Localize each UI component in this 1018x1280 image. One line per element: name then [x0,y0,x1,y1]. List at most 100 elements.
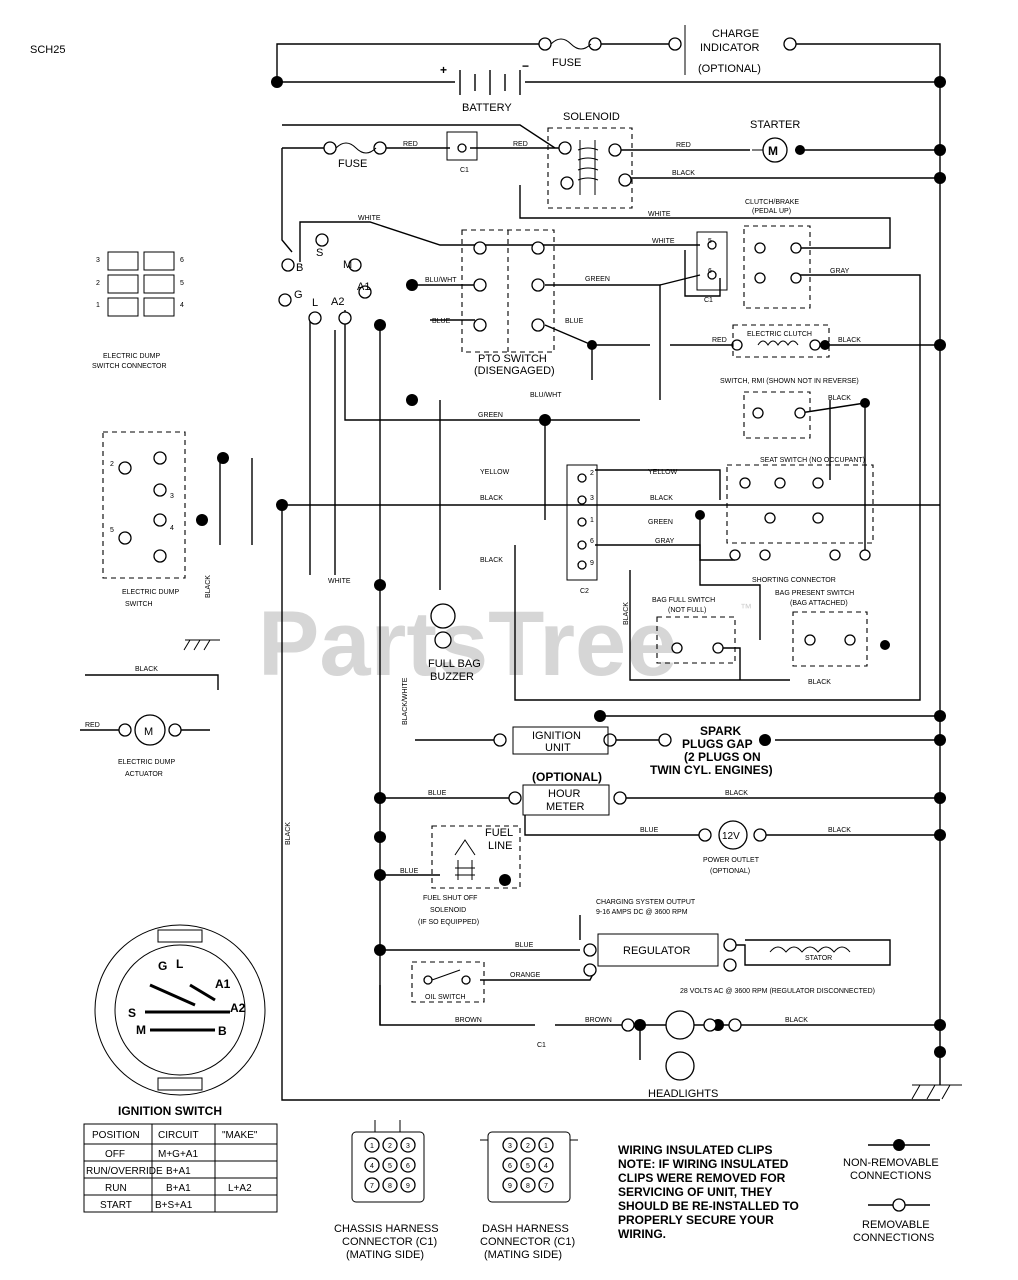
svg-text:(MATING SIDE): (MATING SIDE) [346,1249,424,1261]
svg-text:CONNECTIONS: CONNECTIONS [853,1232,934,1244]
svg-text:GREEN: GREEN [648,519,673,526]
ignition-harness-connector: S B M G L A2 A1 [278,233,372,325]
svg-text:IGNITION: IGNITION [532,730,581,742]
svg-text:ACTUATOR: ACTUATOR [125,771,163,778]
svg-text:G: G [158,959,167,973]
svg-text:BLACK: BLACK [785,1017,808,1024]
svg-text:GRAY: GRAY [655,538,675,545]
svg-text:SEAT SWITCH (NO OCCUPANT): SEAT SWITCH (NO OCCUPANT) [760,457,865,464]
svg-text:SHORTING CONNECTOR: SHORTING CONNECTOR [752,577,836,584]
svg-text:DASH HARNESS: DASH HARNESS [482,1223,569,1235]
svg-text:C1: C1 [537,1042,546,1049]
fuel-shutoff-solenoid: FUEL LINE BLUE FUEL SHUT OFF SOLENOID (I… [400,825,521,926]
svg-text:BLU/WHT: BLU/WHT [530,392,562,399]
svg-text:M: M [144,726,153,738]
svg-text:6: 6 [406,1163,410,1170]
svg-text:BLACK: BLACK [135,666,158,673]
svg-text:5: 5 [180,280,184,287]
svg-text:HEADLIGHTS: HEADLIGHTS [648,1088,718,1100]
svg-text:CONNECTOR (C1): CONNECTOR (C1) [342,1236,437,1248]
svg-text:G: G [294,289,303,301]
wire-label-black-dump: BLACK [205,575,212,598]
seat-switch: SEAT SWITCH (NO OCCUPANT) SHORTING CONNE… [726,457,874,584]
svg-text:FUSE: FUSE [338,158,367,170]
chassis-harness-connector: 1 2 3 4 5 6 7 8 9 CHASSIS HARNESS CONNEC… [334,1120,439,1261]
svg-text:FULL BAG: FULL BAG [428,658,481,670]
svg-text:SWITCH: SWITCH [125,601,153,608]
svg-text:SERVICING OF UNIT, THEY: SERVICING OF UNIT, THEY [618,1185,772,1199]
hour-meter: (OPTIONAL) HOUR METER BLUE BLACK [428,770,748,816]
svg-text:S: S [128,1006,136,1020]
svg-text:6: 6 [708,268,712,275]
svg-text:−: − [522,59,529,73]
svg-text:WHITE: WHITE [328,578,351,585]
svg-text:2: 2 [590,470,594,477]
starter: M STARTER [750,119,800,163]
svg-text:RUN: RUN [105,1183,127,1194]
svg-text:POSITION: POSITION [92,1130,140,1141]
svg-text:2: 2 [96,280,100,287]
pto-switch: PTO SWITCH (DISENGAGED) [461,229,555,377]
svg-text:5: 5 [110,527,114,534]
svg-text:2: 2 [388,1143,392,1150]
svg-text:CLUTCH/BRAKE: CLUTCH/BRAKE [745,199,799,206]
svg-text:(2 PLUGS ON: (2 PLUGS ON [684,750,761,764]
svg-text:9: 9 [590,560,594,567]
svg-text:RED: RED [85,722,100,729]
svg-text:HOUR: HOUR [548,788,580,800]
solenoid: SOLENOID [547,111,633,209]
svg-text:INDICATOR: INDICATOR [700,42,760,54]
svg-text:1: 1 [370,1143,374,1150]
svg-text:5: 5 [388,1163,392,1170]
svg-text:BLUE: BLUE [515,942,534,949]
svg-text:C2: C2 [580,588,589,595]
svg-text:ELECTRIC CLUTCH: ELECTRIC CLUTCH [747,331,812,338]
svg-text:TWIN CYL. ENGINES): TWIN CYL. ENGINES) [650,763,773,777]
svg-text:BLUE: BLUE [565,318,584,325]
svg-text:9: 9 [406,1183,410,1190]
svg-text:BLUE: BLUE [400,868,419,875]
stator: STATOR 28 VOLTS AC @ 3600 RPM (REGULATOR… [680,946,875,995]
svg-text:(DISENGAGED): (DISENGAGED) [474,365,555,377]
svg-text:B+S+A1: B+S+A1 [155,1200,193,1211]
svg-text:(OPTIONAL): (OPTIONAL) [698,63,761,75]
svg-text:3: 3 [590,495,594,502]
svg-text:SHOULD BE RE-INSTALLED TO: SHOULD BE RE-INSTALLED TO [618,1199,799,1213]
svg-text:RED: RED [403,141,418,148]
clutch-brake-switch: CLUTCH/BRAKE (PEDAL UP) [743,199,811,309]
svg-text:CHARGING SYSTEM OUTPUT: CHARGING SYSTEM OUTPUT [596,899,696,906]
regulator: REGULATOR CHARGING SYSTEM OUTPUT 9-16 AM… [510,899,719,979]
svg-text:BLACK: BLACK [808,679,831,686]
svg-text:8: 8 [388,1183,392,1190]
svg-text:CHASSIS HARNESS: CHASSIS HARNESS [334,1223,439,1235]
svg-text:WHITE: WHITE [652,238,675,245]
svg-text:CLIPS WERE REMOVED FOR: CLIPS WERE REMOVED FOR [618,1171,786,1185]
svg-text:START: START [100,1200,132,1211]
wire-label-black-white: BLACK/WHITE [402,677,409,725]
svg-text:RUN/OVERRIDE: RUN/OVERRIDE [86,1166,163,1177]
svg-text:3: 3 [170,493,174,500]
svg-text:ORANGE: ORANGE [510,972,541,979]
svg-text:(BAG ATTACHED): (BAG ATTACHED) [790,600,848,607]
svg-text:(PEDAL UP): (PEDAL UP) [752,208,791,215]
svg-text:2: 2 [110,461,114,468]
fuse-top: FUSE [550,38,592,69]
svg-text:BLACK: BLACK [828,395,851,402]
svg-text:GREEN: GREEN [585,276,610,283]
svg-text:B+A1: B+A1 [166,1166,191,1177]
main-wires [80,43,941,1101]
svg-text:7: 7 [370,1183,374,1190]
svg-text:A2: A2 [331,296,344,308]
svg-text:BROWN: BROWN [585,1017,612,1024]
battery: + − BATTERY [440,59,529,114]
ignition-switch-face: G L A1 A2 S M B IGNITION SWITCH [94,924,266,1118]
svg-text:(NOT FULL): (NOT FULL) [668,607,706,614]
svg-text:9-16 AMPS DC @ 3600 RPM: 9-16 AMPS DC @ 3600 RPM [596,909,688,916]
svg-text:M: M [136,1023,146,1037]
svg-text:L: L [176,957,183,971]
fuse-left: FUSE [335,142,377,170]
svg-text:4: 4 [180,302,184,309]
svg-text:BAG FULL SWITCH: BAG FULL SWITCH [652,597,715,604]
svg-text:SWITCH, RMI (SHOWN NOT IN REVE: SWITCH, RMI (SHOWN NOT IN REVERSE) [720,378,859,385]
